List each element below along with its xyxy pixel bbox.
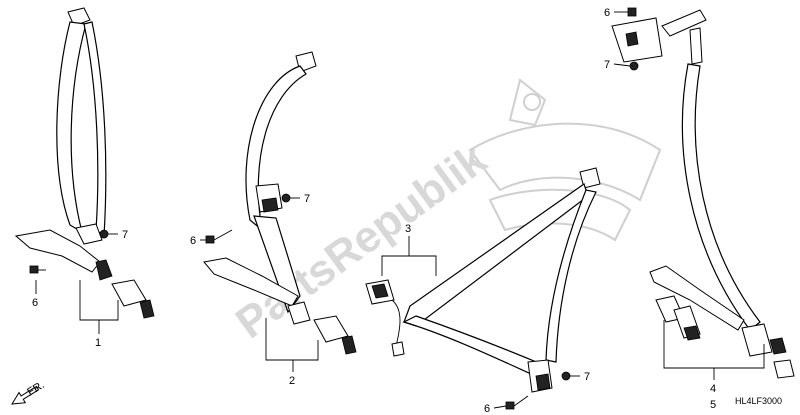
nut-7-icon-4 [629,61,639,71]
leader-lines [35,11,765,409]
seat-belt-assembly-1 [14,7,155,319]
seat-belt-assembly-2 [203,51,357,355]
callout-6-d: 6 [604,7,610,19]
bolt-6-icon-4 [627,7,637,17]
callout-7-c: 7 [584,371,590,383]
seat-belt-assembly-3 [365,167,601,410]
bolt-6-icon [29,265,46,274]
callout-6-a: 6 [32,297,38,309]
callout-6-b: 6 [190,235,196,247]
diagram-code: HL4LF3000 [735,396,782,406]
seat-belt-assembly-4-5 [611,7,795,379]
callout-4: 4 [710,383,716,395]
callout-5: 5 [710,399,716,411]
callout-7-b: 7 [304,193,310,205]
callout-3: 3 [405,223,411,235]
callout-7-d: 7 [604,59,610,71]
callout-1: 1 [95,337,101,349]
callout-7-a: 7 [122,229,128,241]
nut-7-icon-3 [561,371,571,381]
callout-6-c: 6 [484,403,490,415]
nut-7-icon-2 [281,193,291,203]
front-direction-indicator: FR. [11,379,47,405]
callouts: 1 2 3 4 5 6 6 6 6 7 7 7 7 [32,7,716,415]
bolt-6-icon-3 [505,395,529,410]
nut-7-icon [99,229,109,239]
honda-logo-watermark [468,78,662,242]
bolt-6-icon-2 [205,229,233,244]
arrow-left-down-icon [11,385,40,405]
callout-2: 2 [289,375,295,387]
